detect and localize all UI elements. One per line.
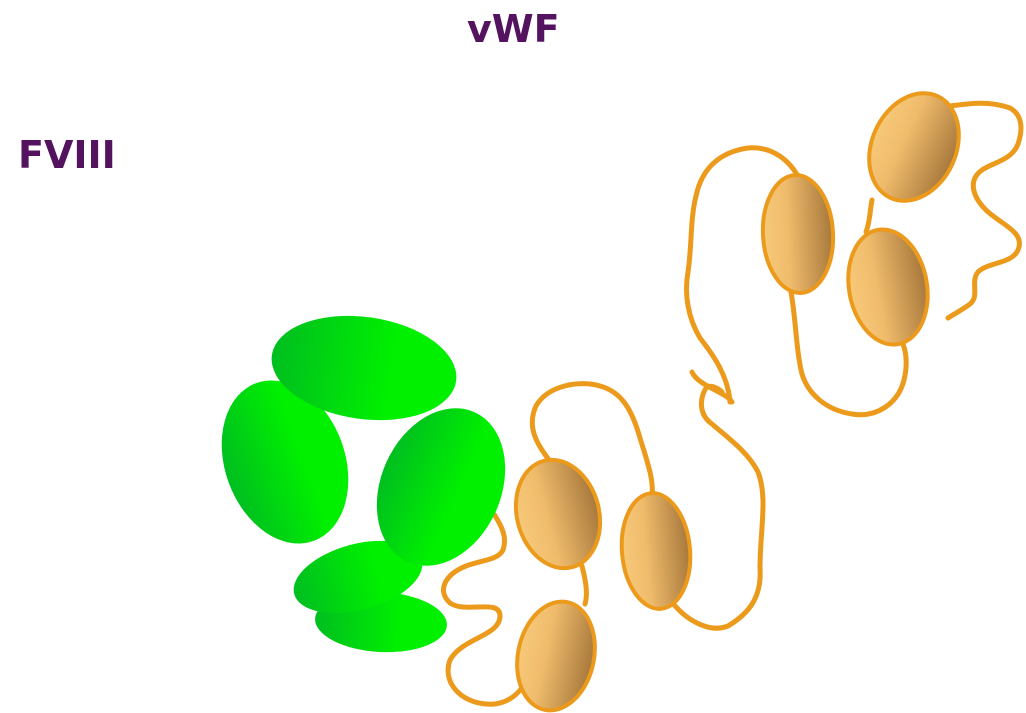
vwf-strand-segment-8 xyxy=(866,200,872,232)
vwf-strand-segment-3 xyxy=(582,566,586,604)
vwf-strand xyxy=(443,103,1020,704)
vwf-domain-6 xyxy=(852,78,975,215)
vwf-domain-3 xyxy=(507,594,604,713)
vwf-domain-2 xyxy=(617,490,695,611)
vwf-domain-5 xyxy=(840,223,937,351)
fviii-molecule xyxy=(200,305,529,656)
vwf-domain-4 xyxy=(760,173,836,295)
vwf-strand-segment-4 xyxy=(672,386,763,628)
vwf-domain-1 xyxy=(504,450,612,577)
